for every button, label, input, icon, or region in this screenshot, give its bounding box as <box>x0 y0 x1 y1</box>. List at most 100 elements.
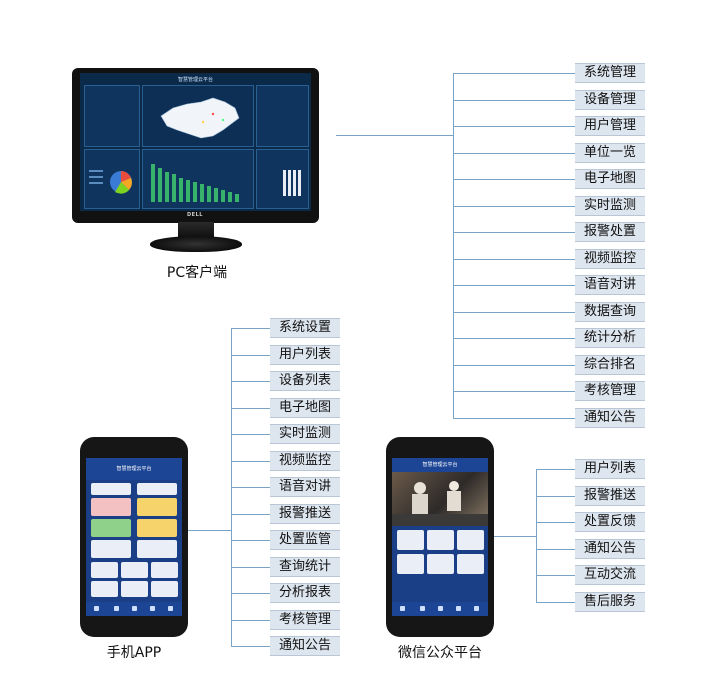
pc-caption: PC客户端 <box>166 265 228 281</box>
wechat-connector <box>494 536 537 537</box>
app-branch-line <box>231 434 270 435</box>
wechat-item-label: 报警推送 <box>575 485 645 506</box>
app-item-label: 视频监控 <box>270 450 340 471</box>
app-tile <box>91 562 118 578</box>
pc-branch-line <box>453 311 575 313</box>
pc-item-label: 系统管理 <box>575 63 645 83</box>
monitor-stand-neck <box>178 222 214 238</box>
pc-pie-panel <box>84 149 140 209</box>
wechat-tile <box>457 554 484 574</box>
wechat-item-label: 用户列表 <box>575 459 645 479</box>
app-tile <box>121 581 148 597</box>
pc-branch-line <box>453 338 575 339</box>
app-branch-line <box>231 593 270 594</box>
pc-branch-line <box>453 417 575 419</box>
pc-left-panel <box>84 85 140 147</box>
app-tile <box>137 540 177 558</box>
pc-item-label: 统计分析 <box>575 328 645 348</box>
pc-bar-panel <box>142 149 254 209</box>
app-branch-line <box>231 513 270 515</box>
app-item-label: 查询统计 <box>270 556 340 577</box>
bar-chart-icon <box>151 164 239 202</box>
wechat-branch-line <box>536 495 575 497</box>
app-screen: 智慧管理云平台 <box>86 458 182 616</box>
pc-branch-line <box>453 126 575 127</box>
pc-dashboard-screen: 智慧管理云平台 <box>80 73 311 211</box>
pc-screen-title: 智慧管理云平台 <box>177 77 213 83</box>
pc-branch-line <box>453 232 575 233</box>
wechat-branch-line <box>536 469 575 470</box>
pc-item-label: 语音对讲 <box>575 275 645 295</box>
pc-branch-line <box>453 179 575 180</box>
bars-icon <box>283 170 301 196</box>
pc-item-label: 视频监控 <box>575 248 645 269</box>
wechat-trunk-line <box>536 469 537 602</box>
wechat-item-label: 互动交流 <box>575 565 645 586</box>
pc-gauge-panel <box>256 149 309 209</box>
wechat-branch-line <box>536 602 575 603</box>
app-branch-line <box>231 407 270 409</box>
pc-right-panel <box>256 85 309 147</box>
pc-item-label: 用户管理 <box>575 116 645 136</box>
pc-item-label: 设备管理 <box>575 89 645 110</box>
pc-item-label: 实时监测 <box>575 195 645 216</box>
app-branch-line <box>231 487 270 488</box>
pc-connector <box>336 135 454 136</box>
pc-branch-line <box>453 391 575 392</box>
app-branch-line <box>231 619 270 621</box>
app-item-label: 处置监管 <box>270 530 340 550</box>
pc-item-label: 考核管理 <box>575 381 645 401</box>
app-tab-bar <box>86 602 182 616</box>
wechat-tile <box>427 530 454 550</box>
app-tile <box>91 498 131 516</box>
app-tile <box>91 519 131 537</box>
app-tile <box>137 483 177 495</box>
app-item-label: 考核管理 <box>270 609 340 630</box>
pc-branch-line <box>453 73 575 74</box>
chef-image-icon <box>392 481 488 526</box>
app-tile <box>151 562 178 578</box>
app-tile <box>91 483 131 495</box>
wechat-tab-bar <box>392 602 488 616</box>
pc-branch-line <box>453 205 575 207</box>
monitor-brand-logo: DELL <box>187 212 203 218</box>
app-item-label: 语音对讲 <box>270 477 340 497</box>
app-branch-line <box>231 381 270 382</box>
app-item-label: 电子地图 <box>270 397 340 418</box>
wechat-tile <box>397 530 424 550</box>
app-item-label: 用户列表 <box>270 344 340 365</box>
wechat-tile <box>427 554 454 574</box>
pc-trunk-line <box>453 73 454 418</box>
wechat-header: 智慧管理云平台 <box>392 458 488 472</box>
pc-branch-line <box>453 99 575 101</box>
app-branch-line <box>231 646 270 647</box>
china-map-icon <box>160 97 240 139</box>
pc-item-label: 数据查询 <box>575 301 645 322</box>
wechat-branch-line <box>536 548 575 550</box>
app-tile <box>91 540 131 558</box>
app-item-label: 实时监测 <box>270 424 340 444</box>
app-item-label: 系统设置 <box>270 318 340 338</box>
app-caption: 手机APP <box>106 645 162 661</box>
pc-item-label: 综合排名 <box>575 354 645 375</box>
pc-item-label: 单位一览 <box>575 142 645 163</box>
app-item-label: 通知公告 <box>270 636 340 656</box>
wechat-item-label: 售后服务 <box>575 592 645 612</box>
pie-chart-icon <box>89 170 132 194</box>
wechat-item-label: 处置反馈 <box>575 512 645 533</box>
monitor-stand-base <box>150 236 242 252</box>
app-branch-line <box>231 354 270 356</box>
app-tile <box>121 562 148 578</box>
app-tile <box>151 581 178 597</box>
wechat-caption: 微信公众平台 <box>398 645 482 661</box>
wechat-branch-line <box>536 522 575 524</box>
app-tile <box>137 498 177 516</box>
app-tile <box>137 519 177 537</box>
app-branch-line <box>231 566 270 568</box>
app-connector <box>188 530 232 531</box>
kitchen-photo <box>392 472 488 526</box>
pc-item-label: 报警处置 <box>575 222 645 242</box>
app-header: 智慧管理云平台 <box>86 458 182 480</box>
app-branch-line <box>231 540 270 541</box>
pc-item-label: 通知公告 <box>575 407 645 428</box>
